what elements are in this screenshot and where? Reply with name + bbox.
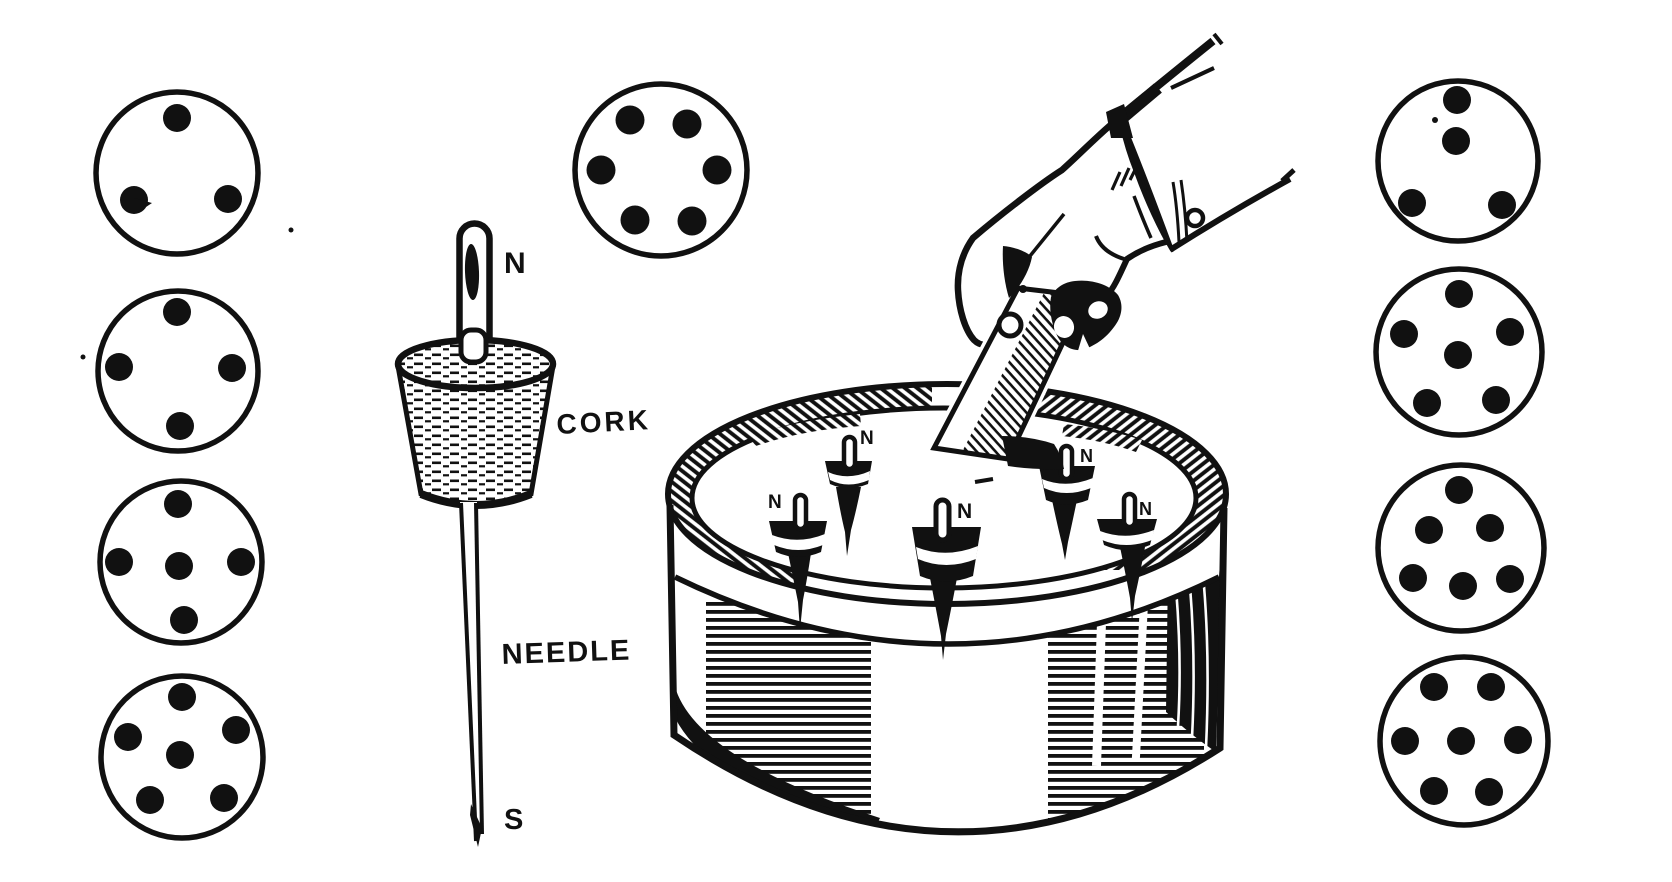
svg-text:CORK: CORK [556,404,652,440]
svg-text:N: N [957,500,972,523]
svg-text:N: N [504,247,526,280]
svg-text:N: N [1080,446,1093,466]
svg-text:N: N [860,428,874,449]
svg-text:N: N [768,492,782,513]
svg-text:S: S [504,804,523,836]
svg-text:N: N [1139,499,1152,519]
svg-text:NEEDLE: NEEDLE [501,634,632,671]
